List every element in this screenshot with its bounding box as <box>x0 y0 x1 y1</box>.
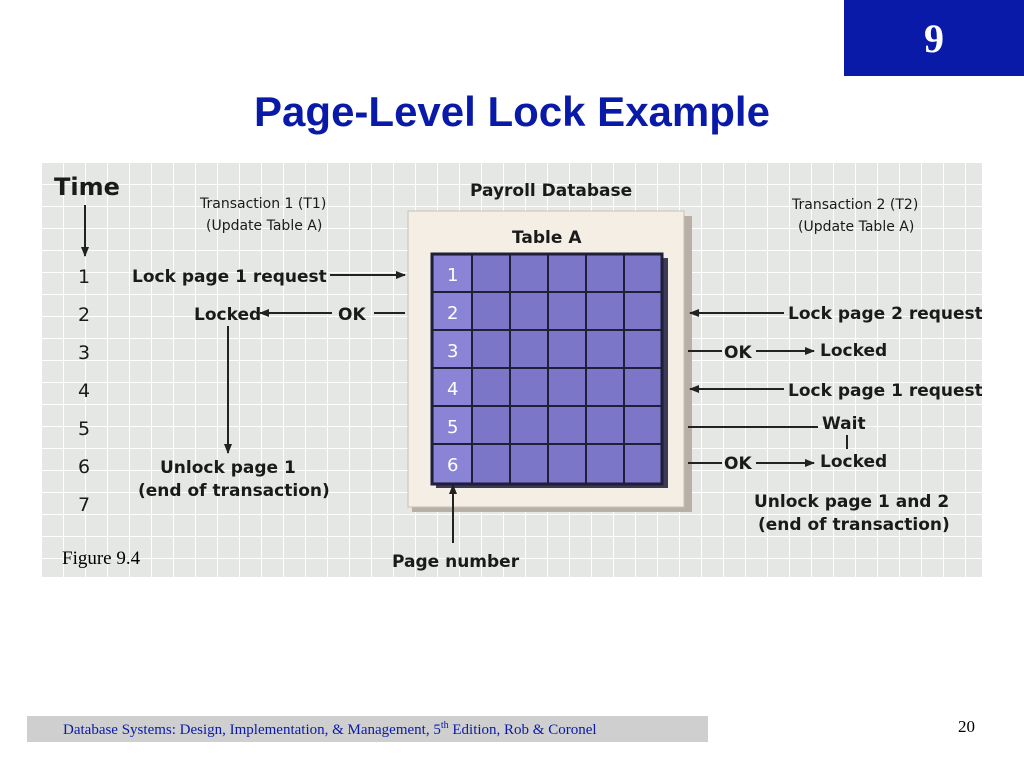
t1-unlock-line2: (end of transaction) <box>138 481 330 501</box>
time-steps: 1 2 3 4 5 6 7 <box>78 266 90 516</box>
page-label: 4 <box>447 379 458 400</box>
footer-citation: Database Systems: Design, Implementation… <box>63 720 597 739</box>
t1-header-line2: (Update Table A) <box>206 218 322 234</box>
t1-lock-request: Lock page 1 request <box>132 267 327 287</box>
time-label: Time <box>54 173 120 201</box>
page-label: 3 <box>447 341 458 362</box>
t1-header-line1: Transaction 1 (T1) <box>199 196 326 212</box>
page-number: 20 <box>958 717 975 736</box>
footer-citation-main: Database Systems: Design, Implementation… <box>63 721 441 738</box>
t2-ok-1: OK <box>724 343 752 363</box>
t2-locked-1: Locked <box>820 341 887 361</box>
t1-ok: OK <box>338 305 366 325</box>
t2-header-line2: (Update Table A) <box>798 219 914 235</box>
lock-diagram: Time 1 2 3 4 5 6 7 Transaction 1 (T1) (U… <box>54 173 982 572</box>
t2-unlock-line2: (end of transaction) <box>758 515 950 535</box>
database-title: Payroll Database <box>470 181 632 201</box>
t2-lock-page1-request: Lock page 1 request <box>788 381 982 401</box>
page-label: 2 <box>447 303 458 324</box>
t2-unlock-line1: Unlock page 1 and 2 <box>754 492 949 512</box>
chapter-number: 9 <box>924 15 944 61</box>
slide-title: Page-Level Lock Example <box>254 88 770 135</box>
t2-locked-2: Locked <box>820 452 887 472</box>
footer-bar: Database Systems: Design, Implementation… <box>27 716 708 742</box>
figure-caption: Figure 9.4 <box>62 548 141 569</box>
page-number-label: Page number <box>392 552 520 572</box>
footer-citation-sup: th <box>440 719 449 731</box>
table-a-grid: 1 2 3 4 5 6 <box>430 252 668 488</box>
table-title: Table A <box>512 228 582 248</box>
footer-citation-rest: Edition, Rob & Coronel <box>448 721 597 738</box>
t1-unlock-line1: Unlock page 1 <box>160 458 296 478</box>
page-label: 5 <box>447 417 458 438</box>
time-step: 3 <box>78 342 90 364</box>
page-label: 6 <box>447 455 458 476</box>
time-step: 5 <box>78 418 90 440</box>
page-label: 1 <box>447 265 458 286</box>
time-step: 4 <box>78 380 90 402</box>
time-step: 2 <box>78 304 90 326</box>
t2-lock-page2-request: Lock page 2 request <box>788 304 982 324</box>
time-step: 1 <box>78 266 90 288</box>
t2-header-line1: Transaction 2 (T2) <box>791 197 918 213</box>
t2-ok-2: OK <box>724 454 752 474</box>
figure-page-level-lock: Time 1 2 3 4 5 6 7 Transaction 1 (T1) (U… <box>42 163 982 577</box>
t2-wait: Wait <box>822 414 866 434</box>
chapter-number-box: 9 <box>844 0 1024 76</box>
time-step: 7 <box>78 494 90 516</box>
t1-locked: Locked <box>194 305 261 325</box>
time-step: 6 <box>78 456 90 478</box>
